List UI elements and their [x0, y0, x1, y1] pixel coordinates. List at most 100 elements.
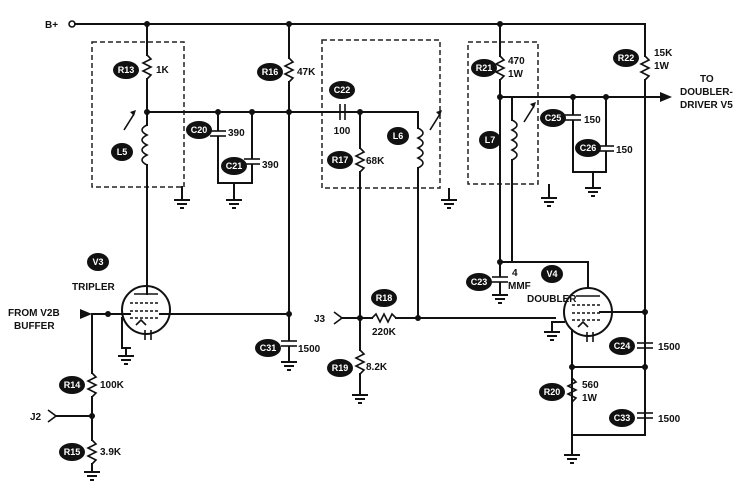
j2-label: J2 [30, 412, 42, 423]
r13-value: 1K [156, 65, 170, 76]
tag-r14: R14 [59, 376, 85, 394]
svg-text:L7: L7 [485, 135, 496, 145]
tag-r22: R22 [613, 49, 639, 67]
r22-value2: 1W [654, 61, 670, 72]
c23-value2: MMF [508, 281, 531, 292]
tag-c24: C24 [609, 337, 635, 355]
j2-jack [47, 409, 58, 423]
svg-text:R18: R18 [376, 293, 393, 303]
c31-capacitor [281, 340, 297, 363]
svg-text:C21: C21 [226, 161, 243, 171]
svg-text:R15: R15 [64, 447, 81, 457]
svg-text:C24: C24 [614, 341, 631, 351]
svg-text:V3: V3 [92, 257, 103, 267]
c23-value: 4 [512, 268, 518, 279]
tag-r16: R16 [257, 63, 283, 81]
tag-c20: C20 [186, 121, 212, 139]
svg-text:C23: C23 [471, 277, 488, 287]
svg-text:R21: R21 [476, 63, 493, 73]
r21-resistor [494, 23, 506, 265]
r14-resistor [86, 313, 98, 441]
svg-text:R14: R14 [64, 380, 81, 390]
tag-r20: R20 [539, 383, 565, 401]
svg-text:C26: C26 [580, 143, 597, 153]
r21-value: 470 [508, 56, 525, 67]
c33-value: 1500 [658, 414, 681, 425]
c24-value: 1500 [658, 342, 681, 353]
tag-c21: C21 [221, 157, 247, 175]
r22-resistor [639, 23, 651, 436]
r20-value: 560 [582, 380, 599, 391]
svg-text:L6: L6 [393, 131, 404, 141]
b-plus-label: B+ [45, 20, 58, 31]
c26-value: 150 [616, 145, 633, 156]
tag-l5: L5 [111, 143, 133, 161]
c33-capacitor [637, 412, 653, 419]
svg-text:C31: C31 [260, 343, 277, 353]
tag-r18: R18 [371, 289, 397, 307]
tag-r13: R13 [113, 61, 139, 79]
svg-text:L5: L5 [117, 147, 128, 157]
r17-resistor [354, 111, 366, 351]
svg-text:R20: R20 [544, 387, 561, 397]
tag-c26: C26 [575, 139, 601, 157]
l5-coil [123, 110, 149, 286]
output-line1: TO [700, 74, 714, 85]
r21-value2: 1W [508, 69, 524, 80]
svg-text:C33: C33 [614, 413, 631, 423]
r20-resistor [566, 377, 578, 403]
r19-resistor [354, 349, 366, 396]
svg-text:R17: R17 [332, 155, 349, 165]
tag-r17: R17 [327, 151, 353, 169]
r18-value: 220K [372, 327, 397, 338]
svg-text:C25: C25 [545, 113, 562, 123]
tag-l6: L6 [387, 127, 409, 145]
c22-capacitor [339, 104, 346, 120]
r16-value: 47K [297, 67, 316, 78]
c21-value: 390 [262, 160, 279, 171]
tag-c22: C22 [329, 81, 355, 99]
c20-capacitor [210, 111, 226, 184]
svg-text:R13: R13 [118, 65, 135, 75]
tag-r21: R21 [471, 59, 497, 77]
r19-value: 8.2K [366, 362, 388, 373]
r13-resistor [141, 23, 153, 113]
c24-capacitor [637, 342, 653, 349]
tag-r19: R19 [327, 359, 353, 377]
ground-symbols [84, 184, 601, 481]
tag-v4: V4 [541, 265, 563, 283]
r15-value: 3.9K [100, 447, 122, 458]
c26-capacitor [598, 96, 614, 173]
l5-shield [91, 41, 185, 188]
tag-c33: C33 [609, 409, 635, 427]
c22-value: 100 [334, 126, 351, 137]
svg-text:R19: R19 [332, 363, 349, 373]
output-line3: DRIVER V5 [680, 100, 733, 111]
c25-value: 150 [584, 115, 601, 126]
v3-name: TRIPLER [72, 282, 116, 293]
from-v2b-line1: FROM V2B [8, 308, 60, 319]
svg-text:C20: C20 [191, 125, 208, 135]
j3-jack [333, 311, 344, 325]
tag-c25: C25 [540, 109, 566, 127]
c31-value: 1500 [298, 344, 321, 355]
output-line [499, 92, 672, 102]
svg-text:V4: V4 [546, 269, 557, 279]
svg-text:R16: R16 [262, 67, 279, 77]
b-plus-rail [68, 20, 646, 28]
r14-value: 100K [100, 380, 125, 391]
c20-value: 390 [228, 128, 245, 139]
svg-text:R22: R22 [618, 53, 635, 63]
c25-capacitor [565, 96, 581, 173]
v4-name: DOUBLER [527, 294, 577, 305]
c23-capacitor [492, 261, 508, 296]
r22-value: 15K [654, 48, 673, 59]
svg-text:C22: C22 [334, 85, 351, 95]
r16-resistor [283, 23, 295, 341]
l7-shield [467, 41, 539, 185]
output-line2: DOUBLER- [680, 87, 733, 98]
r15-resistor [86, 439, 98, 473]
tag-c23: C23 [466, 273, 492, 291]
j3-label: J3 [314, 314, 326, 325]
l6-coil [416, 110, 442, 319]
